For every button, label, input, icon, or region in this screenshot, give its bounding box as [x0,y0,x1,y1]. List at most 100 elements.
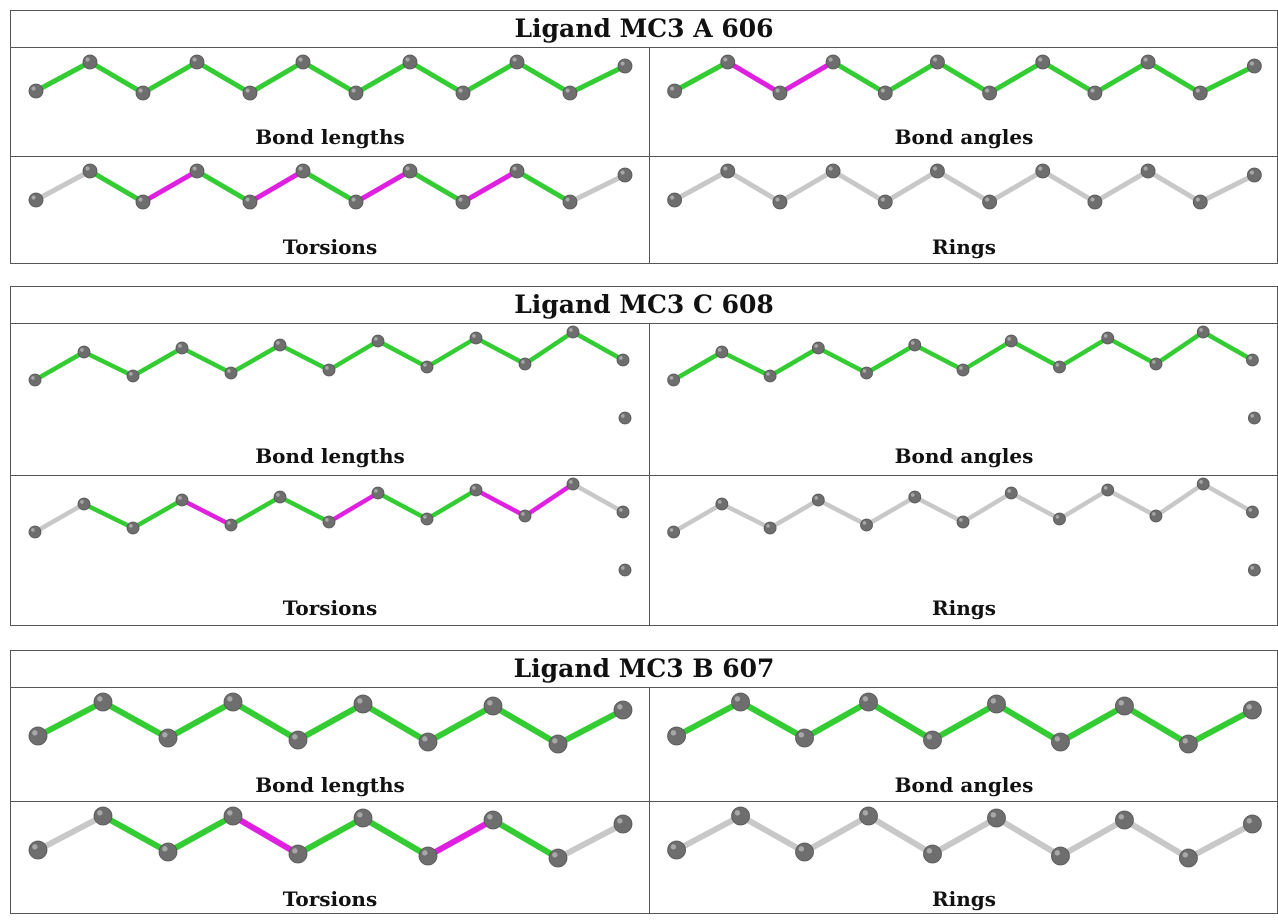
atom [1243,700,1262,720]
atom-highlight [1249,61,1255,66]
atom-highlight [670,195,675,200]
atom [908,490,922,504]
atom-highlight [932,166,938,171]
atom-highlight [422,736,428,742]
atom-highlight [1038,166,1043,171]
atom-highlight [723,166,728,171]
bond [100,699,171,741]
atom [987,694,1006,714]
atom [420,360,434,374]
atom [930,163,945,179]
atom-highlight [862,810,869,816]
atom [562,194,578,210]
atom [288,730,308,750]
cell-bond-lengths: Bond lengths [11,324,649,475]
atom [224,366,238,380]
atom-highlight [670,844,677,850]
atom-highlight [192,57,197,62]
atom [1243,814,1262,834]
atom-highlight [1103,334,1108,338]
bond [934,59,993,96]
atom-highlight [138,197,143,202]
bond [277,342,332,373]
bond [407,168,466,205]
bond [247,168,306,205]
atom-highlight [129,524,133,528]
cell-rings: Rings [650,476,1278,626]
atom [667,726,686,746]
bond [81,349,136,379]
atom [548,848,568,868]
atom [1115,696,1134,716]
atom [483,696,503,716]
atom-highlight [192,166,197,171]
atom-highlight [423,515,427,519]
atom-highlight [85,57,90,62]
bond [230,813,301,857]
atom-highlight [910,341,915,345]
bond [130,497,185,531]
atom-highlight [926,734,933,740]
atom [322,515,336,529]
atom [469,331,483,345]
atom-highlight [1250,566,1255,570]
atom-highlight [472,334,476,338]
bond [407,59,466,96]
atom-highlight [862,521,867,525]
atom-highlight [227,369,231,373]
atom [273,490,287,504]
cell-label: Rings [931,596,996,620]
bond [671,349,725,383]
atom-highlight [472,486,476,490]
atom [28,726,48,746]
atom-highlight [298,166,303,171]
molecule-diagram [28,325,632,425]
atom-highlight [357,812,363,818]
atom [295,163,311,179]
atom-highlight [138,88,143,93]
cell-label: Rings [931,235,996,259]
atom-highlight [619,508,623,512]
atom [418,846,438,866]
cell-label: Bond angles [894,125,1034,149]
atom [859,692,878,712]
atom [908,338,922,352]
molecule-diagram [28,477,632,577]
atom [483,810,503,830]
atom [126,521,140,535]
atom [1087,85,1103,101]
bond [228,494,283,528]
atom [877,194,893,210]
atom-highlight [1152,512,1156,516]
atom [322,363,336,377]
bond [353,59,413,96]
bond [865,813,936,857]
bond [816,497,869,528]
bond [555,821,626,861]
molecule-diagram [28,163,633,210]
atom-highlight [178,496,182,500]
bond [671,501,725,535]
atom-highlight [31,195,36,200]
atom-highlight [487,814,493,820]
bond [100,813,171,855]
atom [1051,846,1070,866]
bond [35,813,106,853]
atom-highlight [1103,486,1108,490]
atom [82,163,98,179]
atom [825,163,841,179]
atom-highlight [1007,337,1011,341]
atom-highlight [351,197,356,202]
atom-highlight [717,500,722,504]
atom-highlight [245,88,250,93]
atom [811,341,825,355]
atom-highlight [617,818,623,824]
cell-torsions: Torsions [11,157,649,264]
atom [1004,334,1018,348]
molecule-diagram [28,54,633,101]
atom [223,692,243,712]
atom-highlight [926,848,933,854]
atom-highlight [32,730,38,736]
bond [993,815,1064,859]
bond [1008,338,1062,370]
